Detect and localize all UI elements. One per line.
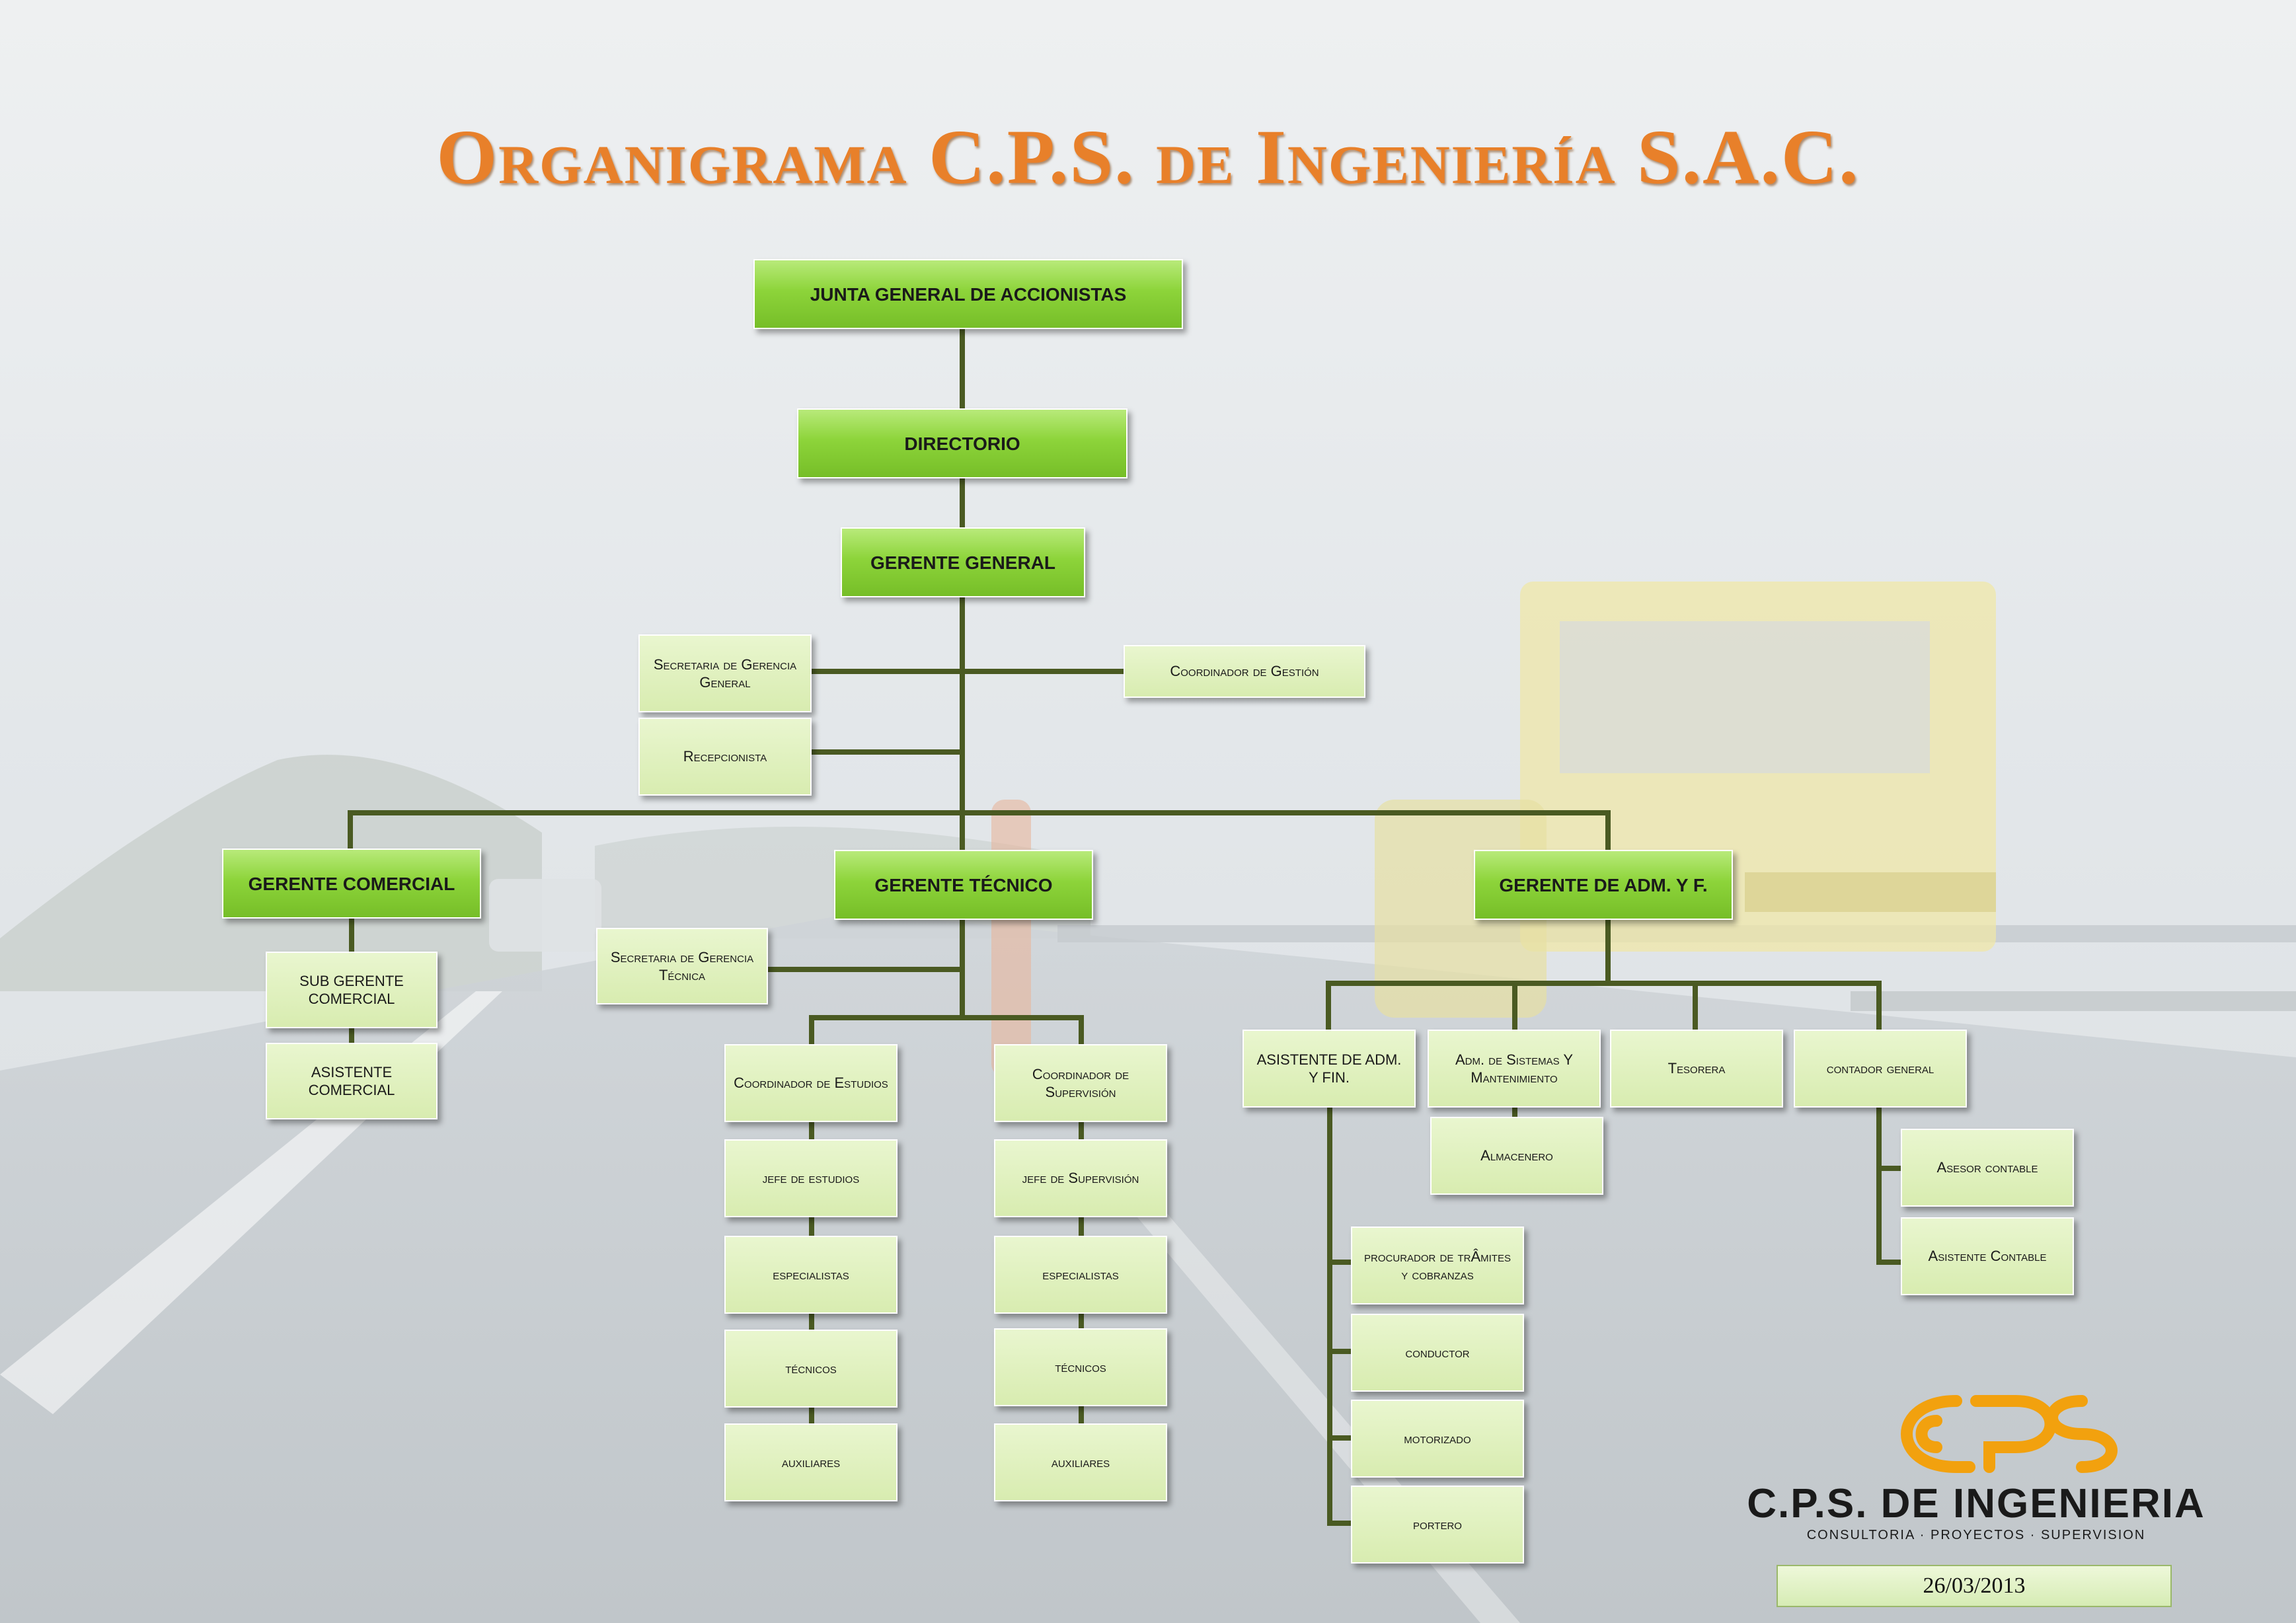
node-asistente-adm: ASISTENTE DE ADM. Y FIN.: [1243, 1030, 1416, 1108]
node-sub-gerente-comercial: SUB GERENTE COMERCIAL: [266, 952, 438, 1028]
node-directorio: DIRECTORIO: [797, 408, 1128, 478]
node-motorizado: motorizado: [1351, 1400, 1524, 1478]
node-gerente-tecnico: GERENTE TÉCNICO: [834, 850, 1093, 920]
node-asesor-contable: Asesor contable: [1901, 1129, 2074, 1207]
logo-tagline: CONSULTORIA · PROYECTOS · SUPERVISION: [1806, 1528, 2146, 1542]
node-portero: portero: [1351, 1486, 1524, 1564]
node-especialistas-supervision: especialistas: [994, 1236, 1167, 1314]
node-jefe-estudios: jefe de estudios: [724, 1139, 898, 1217]
node-almacenero: Almacenero: [1430, 1117, 1603, 1195]
company-logo: C.P.S. DE INGENIERIA CONSULTORIA · PROYE…: [1738, 1388, 2214, 1546]
node-coordinador-supervision: Coordinador de Supervisión: [994, 1044, 1167, 1122]
node-asistente-contable: Asistente Contable: [1901, 1217, 2074, 1295]
node-secretaria-gerencia-tecnica: Secretaria de Gerencia Técnica: [596, 928, 768, 1004]
node-coordinador-gestion: Coordinador de Gestión: [1124, 645, 1365, 698]
node-gerente-general: GERENTE GENERAL: [841, 527, 1085, 597]
node-gerente-adm: GERENTE DE ADM. Y F.: [1474, 850, 1733, 920]
node-procurador: procurador de trÂmites y cobranzas: [1351, 1227, 1524, 1304]
cps-logo-mark-icon: [1901, 1395, 2118, 1473]
node-tecnicos-supervision: técnicos: [994, 1328, 1167, 1406]
node-coordinador-estudios: Coordinador de Estudios: [724, 1044, 898, 1122]
node-junta-general: JUNTA GENERAL DE ACCIONISTAS: [753, 259, 1183, 329]
node-adm-sistemas: Adm. de Sistemas Y Mantenimiento: [1428, 1030, 1601, 1108]
node-contador-general: contador general: [1794, 1030, 1967, 1108]
node-gerente-comercial: GERENTE COMERCIAL: [222, 849, 481, 919]
node-jefe-supervision: jefe de Supervisión: [994, 1139, 1167, 1217]
node-auxiliares-estudios: auxiliares: [724, 1423, 898, 1501]
node-especialistas-estudios: especialistas: [724, 1236, 898, 1314]
date-label: 26/03/2013: [1777, 1565, 2172, 1607]
node-tecnicos-estudios: técnicos: [724, 1330, 898, 1408]
node-recepcionista: Recepcionista: [638, 718, 812, 796]
node-secretaria-gerencia-general: Secretaria de Gerencia General: [638, 634, 812, 712]
node-auxiliares-supervision: auxiliares: [994, 1423, 1167, 1501]
logo-name: C.P.S. DE INGENIERIA: [1747, 1481, 2205, 1527]
page-title: Organigrama C.P.S. de Ingeniería S.A.C.: [436, 114, 1860, 200]
node-conductor: conductor: [1351, 1314, 1524, 1392]
node-tesorera: Tesorera: [1610, 1030, 1783, 1108]
node-asistente-comercial: ASISTENTE COMERCIAL: [266, 1043, 438, 1119]
